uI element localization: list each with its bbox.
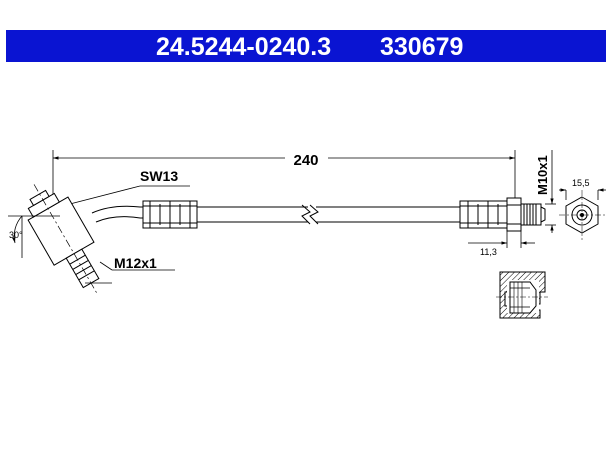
right-length-dimension: 11,3 [468,231,535,257]
brake-hose [91,197,546,232]
wrench-size-label: SW13 [140,168,178,184]
right-thread-dimension: M10x1 [535,150,556,233]
length-label: 240 [293,152,318,169]
right-thread-label: M10x1 [535,155,550,195]
port-section-detail [496,271,548,319]
angle-label: 30° [9,230,23,240]
left-thread-callout: M12x1 [85,255,175,284]
angle-dimension: 30° [8,215,60,258]
part-number: 24.5244-0240.3 [156,33,332,61]
title-banner: 24.5244-0240.3 330679 [6,30,606,62]
right-length-label: 11,3 [480,247,497,257]
left-fitting [27,184,100,293]
left-thread-label: M12x1 [114,255,157,271]
end-view: 15,5 [559,178,606,240]
wrench-size-callout: SW13 [65,168,190,206]
length-dimension: 240 [52,150,516,200]
reference-number: 330679 [380,33,464,61]
end-width-label: 15,5 [572,178,590,188]
